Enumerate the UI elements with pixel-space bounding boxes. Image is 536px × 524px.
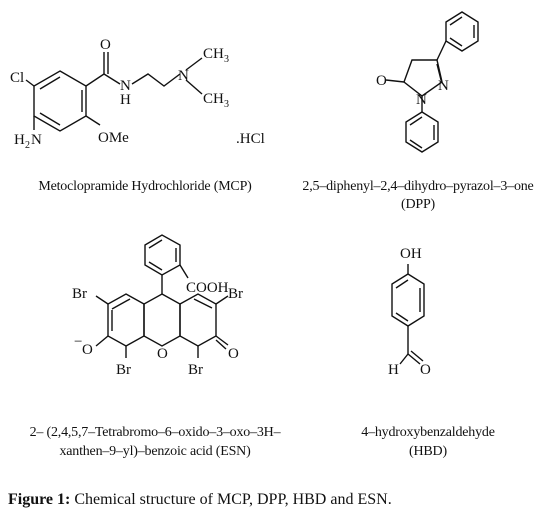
dpp-n-bottom: N: [416, 92, 427, 108]
esn-br-top-left: Br: [72, 286, 87, 302]
esn-keto-o: O: [228, 346, 239, 362]
esn-o-minus-sign: −: [74, 334, 82, 350]
mcp-h2n-n: N: [31, 132, 42, 148]
dpp-top-phenyl: [445, 11, 479, 52]
figure-label: Figure 1:: [8, 491, 71, 508]
mcp-benzene-ring: [33, 70, 87, 132]
dpp-o: O: [376, 73, 387, 89]
mcp-ch3-top-3: 3: [224, 54, 229, 65]
dpp-caption-line1: 2,5–diphenyl–2,4–dihydro–pyrazol–3–one: [302, 179, 534, 194]
esn-xanthene-right: [179, 293, 217, 347]
mcp-amine-n: N: [178, 68, 189, 84]
hbd-caption-line1: 4–hydroxybenzaldehyde: [361, 425, 495, 440]
dpp-caption-line2: (DPP): [400, 197, 435, 212]
mcp-cl: Cl: [10, 70, 24, 86]
mcp-panel: Cl H 2 N OMe O N H N CH 3 CH 3 .HCl Meto…: [0, 0, 290, 205]
mcp-hcl: .HCl: [236, 131, 265, 147]
mcp-ch3-top: CH: [203, 46, 224, 62]
hbd-caption-line2: (HBD): [409, 444, 447, 459]
mcp-ome: OMe: [98, 130, 129, 146]
hbd-o: O: [420, 362, 431, 378]
hbd-structure: OH H O: [388, 246, 431, 378]
dpp-structure: O N N: [376, 11, 479, 153]
esn-ring-o: O: [157, 346, 168, 362]
esn-br-top-right: Br: [228, 286, 243, 302]
hbd-oh: OH: [400, 246, 422, 262]
dpp-n-right: N: [438, 78, 449, 94]
esn-caption-line1: 2– (2,4,5,7–Tetrabromo–6–oxido–3–oxo–3H–: [29, 425, 281, 440]
dpp-pyrazolone-ring: [403, 59, 443, 97]
esn-panel: COOH Br Br − O O O Br Br 2– (2,4,5,7–Tet…: [0, 228, 310, 483]
esn-cooh: COOH: [186, 280, 229, 296]
mcp-amide-h: H: [120, 92, 131, 108]
mcp-ch3-bottom-3: 3: [224, 99, 229, 110]
dpp-bottom-phenyl: [405, 111, 439, 153]
figure-caption: Figure 1: Chemical structure of MCP, DPP…: [8, 491, 392, 509]
mcp-structure: Cl H 2 N OMe O N H N CH 3 CH 3 .HCl: [10, 37, 265, 151]
esn-br-bottom-right: Br: [188, 362, 203, 378]
dpp-panel: O N N 2,5–diphenyl–2,4–dihydro–pyrazol–3…: [300, 0, 536, 225]
esn-caption-line2: xanthen–9–yl)–benzoic acid (ESN): [59, 444, 251, 459]
esn-structure: COOH Br Br − O O O Br Br: [72, 234, 243, 378]
hbd-benzene-ring: [391, 273, 425, 327]
mcp-carbonyl-o: O: [100, 37, 111, 53]
esn-br-bottom-left: Br: [116, 362, 131, 378]
mcp-ch3-bottom: CH: [203, 91, 224, 107]
hbd-panel: OH H O 4–hydroxybenzaldehyde (HBD): [320, 228, 536, 483]
mcp-caption: Metoclopramide Hydrochloride (MCP): [38, 179, 252, 194]
mcp-h2n-h: H: [14, 132, 25, 148]
mcp-h2n-2: 2: [25, 140, 30, 151]
hbd-h: H: [388, 362, 399, 378]
esn-xanthene-central: [143, 293, 181, 347]
esn-benzoic-ring: [144, 234, 181, 276]
figure-text: Chemical structure of MCP, DPP, HBD and …: [74, 491, 392, 508]
mcp-amide-n: N: [120, 78, 131, 94]
esn-o-minus: O: [82, 342, 93, 358]
